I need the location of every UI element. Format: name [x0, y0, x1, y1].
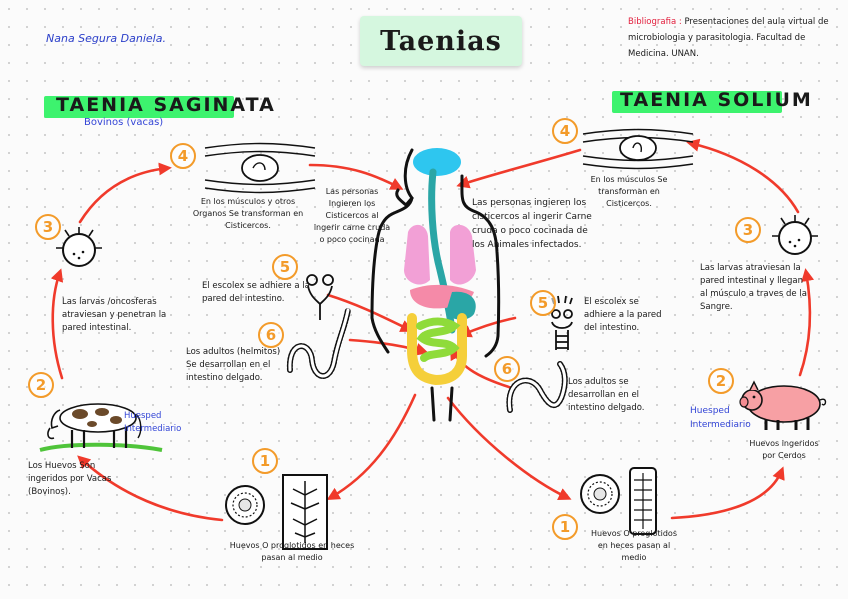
arrow-sag-6-to-intestine	[348, 338, 429, 356]
cow	[39, 403, 163, 452]
brain	[413, 148, 461, 176]
sag-step-4-text: En los músculos y otros Organos Se trans…	[192, 197, 304, 230]
sol-cysticercus-muscle	[582, 128, 694, 170]
human-legs	[430, 386, 454, 422]
human-figure	[370, 148, 501, 422]
saginata-host-note: Bovinos (vacas)	[84, 117, 164, 128]
sag-human-note: Las personas Ingieren los Cisticercos al…	[313, 187, 391, 244]
arrow-sol-6-to-intestine	[450, 346, 514, 390]
sol-step-5-number: 5	[530, 290, 556, 316]
sol-oncosphere	[772, 215, 818, 255]
sag-step-5-number: 5	[272, 254, 298, 280]
page-title: Taenias	[380, 25, 502, 57]
large-intestine	[407, 313, 467, 386]
human-organs	[404, 148, 476, 386]
arrow-sag-2-to-3	[50, 268, 64, 380]
sag-proglottid	[282, 474, 328, 550]
sag-step-3-number: 3	[35, 214, 61, 240]
small-intestine	[416, 317, 461, 362]
sag-cysticercus-muscle	[204, 142, 316, 194]
sag-step-6-text: Los adultos (helmitos) Se desarrollan en…	[186, 347, 281, 383]
bibliography-text: Presentaciones del aula virtual de micro…	[628, 17, 829, 59]
arrow-sol-2-to-3	[798, 268, 815, 377]
sag-oncosphere	[56, 227, 102, 267]
human-outline	[370, 148, 501, 358]
sol-step-2-number: 2	[708, 368, 734, 394]
sag-step-6-number: 6	[258, 322, 284, 348]
arrow-sag-1-to-2	[77, 455, 224, 522]
saginata-title: TAENIA SAGINATA	[56, 94, 276, 116]
lung-left	[404, 224, 430, 285]
sol-step-3-text: Las larvas atraviesan la pared intestina…	[700, 263, 807, 312]
sag-step-2-number: 2	[28, 372, 54, 398]
lung-right	[450, 224, 476, 285]
bibliography-label: Bibliografia :	[628, 17, 682, 27]
sol-egg	[580, 474, 620, 514]
arrow-sol-1-to-2	[670, 466, 785, 520]
stomach	[446, 291, 476, 320]
arrow-sag-5-to-intestine	[326, 293, 414, 332]
arrow-human-to-sag-1	[326, 393, 417, 500]
sol-step-6-text: Los adultos se desarrollan en el intesti…	[568, 377, 645, 413]
sol-human-note: Las personas ingieren los cisticercos al…	[472, 198, 592, 250]
sol-step-2-text: Huevos ingeridos por Cerdos	[749, 439, 819, 460]
sag-scolex	[306, 274, 334, 320]
arrow-sol-5-to-intestine	[458, 316, 517, 338]
sol-proglottid	[629, 467, 657, 535]
sag-egg	[225, 485, 265, 525]
title-box: Taenias	[360, 16, 522, 66]
sag-step-4-number: 4	[170, 143, 196, 169]
sag-step-1-text: Huevos O proglotidos en heces pasan al m…	[229, 541, 355, 562]
sag-adult-worm-inner	[288, 308, 350, 378]
sol-step-1-number: 1	[552, 514, 578, 540]
sag-step-5-text: El escolex se adhiere a la pared del int…	[202, 281, 310, 304]
saginata-highlight	[44, 96, 234, 118]
arrow-sol-4-to-human	[456, 148, 582, 189]
solium-highlight	[612, 91, 782, 113]
sol-step-1-text: Huevos O proglotidos en heces pasan al m…	[591, 529, 677, 562]
author-name: Nana Segura Daniela.	[46, 32, 166, 45]
sag-step-3-text: Las larvas /oncosferas atraviesan y pene…	[62, 297, 167, 333]
sol-step-3-number: 3	[735, 217, 761, 243]
sag-step-1-number: 1	[252, 448, 278, 474]
sol-step-6-number: 6	[494, 356, 520, 382]
pig	[739, 380, 827, 430]
arrow-sag-4-to-human	[308, 163, 404, 190]
bibliography: Bibliografia : Presentaciones del aula v…	[628, 14, 838, 62]
solium-title: TAENIA SOLIUM	[620, 89, 813, 111]
arrow-sol-3-to-4	[686, 138, 800, 214]
arrow-human-to-sol-1	[446, 396, 572, 500]
sol-adult-worm-inner	[507, 362, 567, 412]
sol-step-4-number: 4	[552, 118, 578, 144]
sol-step-4-text: En los músculos Se transforman en Cistic…	[590, 175, 668, 208]
sag-step-2-text: Los Huevos Son ingeridos por Vacas (Bovi…	[28, 461, 112, 497]
sol-host-label: Huesped Intermediario	[690, 406, 751, 430]
sag-host-label: Huesped Intermediario	[124, 411, 182, 434]
arrow-sag-3-to-4	[78, 162, 172, 224]
sol-step-5-text: El escolex se adhiere a la pared del int…	[584, 297, 662, 333]
